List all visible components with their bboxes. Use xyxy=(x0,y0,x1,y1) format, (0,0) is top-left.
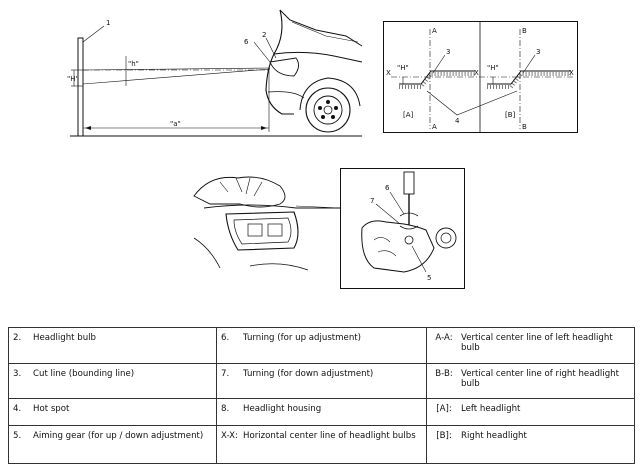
label-H: "H" xyxy=(67,75,79,83)
legend-cell: A-A:Vertical center line of left headlig… xyxy=(426,327,635,364)
beam-line-upper xyxy=(82,67,271,71)
legend-cell: 4.Hot spot xyxy=(8,398,217,426)
label-5-detail: 5 xyxy=(427,274,431,282)
aiming-pattern-svg: A A B B X X X "H" "H" 3 3 4 [A] [B] xyxy=(383,21,578,133)
label-2: 2 xyxy=(262,31,266,39)
label-A-top: A xyxy=(432,27,437,35)
wheel-arch xyxy=(299,77,361,111)
legend-cell: 3.Cut line (bounding line) xyxy=(8,363,217,399)
leader-6 xyxy=(253,41,271,63)
side-view-svg: 1 2 6 "H" "h" "a" xyxy=(67,9,363,137)
legend-cell: 2.Headlight bulb xyxy=(8,327,217,364)
label-1: 1 xyxy=(106,19,110,27)
label-h: "h" xyxy=(128,60,139,68)
legend-row: 5.Aiming gear (for up / down adjustment)… xyxy=(8,425,635,464)
cut-line-left xyxy=(399,70,475,85)
hot-spot-leader xyxy=(426,90,518,116)
legend-cell: X-X:Horizontal center line of headlight … xyxy=(216,425,427,464)
label-A-bottom: A xyxy=(432,123,437,131)
legend-cell: 5.Aiming gear (for up / down adjustment) xyxy=(8,425,217,464)
car-bonnet-edge xyxy=(273,51,363,63)
legend-row: 3.Cut line (bounding line) 7.Turning (fo… xyxy=(8,363,635,399)
label-a: "a" xyxy=(170,120,181,128)
headlight-lens xyxy=(269,57,299,77)
label-X-left: X xyxy=(386,69,391,77)
legend-row: 4.Hot spot 8.Headlight housing [A]:Left … xyxy=(8,398,635,426)
aiming-pattern-diagram: A A B B X X X "H" "H" 3 3 4 [A] [B] xyxy=(383,21,578,133)
legend-table: 2.Headlight bulb 6.Turning (for up adjus… xyxy=(8,327,635,464)
car-hood-open xyxy=(279,9,363,47)
aiming-gear xyxy=(404,235,414,245)
label-3-b: 3 xyxy=(536,48,540,56)
label-H-a: "H" xyxy=(397,64,409,72)
beam-line-lower xyxy=(82,68,271,85)
leader-1 xyxy=(82,25,105,43)
leader-2 xyxy=(265,37,277,59)
side-view-diagram: 1 2 6 "H" "h" "a" xyxy=(64,6,364,142)
label-4: 4 xyxy=(455,117,460,125)
label-6-detail: 6 xyxy=(385,184,390,192)
label-B-top: B xyxy=(522,27,527,35)
legend-row: 2.Headlight bulb 6.Turning (for up adjus… xyxy=(8,327,635,364)
legend-cell: 8.Headlight housing xyxy=(216,398,427,426)
screwdriver xyxy=(403,171,415,195)
front-wheel xyxy=(305,87,351,133)
label-B-bottom: B xyxy=(522,123,527,131)
label-3-a: 3 xyxy=(446,48,450,56)
label-box-A: [A] xyxy=(403,111,414,119)
legend-cell: 6.Turning (for up adjustment) xyxy=(216,327,427,364)
arrow-up-adjust xyxy=(399,212,419,217)
housing-detail xyxy=(361,220,435,273)
label-6: 6 xyxy=(244,38,249,46)
label-X-mid: X xyxy=(474,69,479,77)
label-box-B: [B] xyxy=(505,111,516,119)
arrow-down-adjust xyxy=(399,225,419,230)
label-H-b: "H" xyxy=(487,64,499,72)
legend-cell: [B]:Right headlight xyxy=(426,425,635,464)
legend-cell: 7.Turning (for down adjustment) xyxy=(216,363,427,399)
legend-cell: B-B:Vertical center line of right headli… xyxy=(426,363,635,399)
label-7-detail: 7 xyxy=(370,197,374,205)
headlight-housing-diagram: 6 7 5 xyxy=(190,168,465,289)
label-X-right: X xyxy=(569,69,574,77)
aiming-screen xyxy=(77,37,84,137)
car-front-outline xyxy=(265,9,294,115)
engine-bay-parts xyxy=(193,176,286,208)
headlight-housing-svg: 6 7 5 xyxy=(193,168,465,289)
legend-cell: [A]:Left headlight xyxy=(426,398,635,426)
cut-line-right xyxy=(487,70,571,85)
